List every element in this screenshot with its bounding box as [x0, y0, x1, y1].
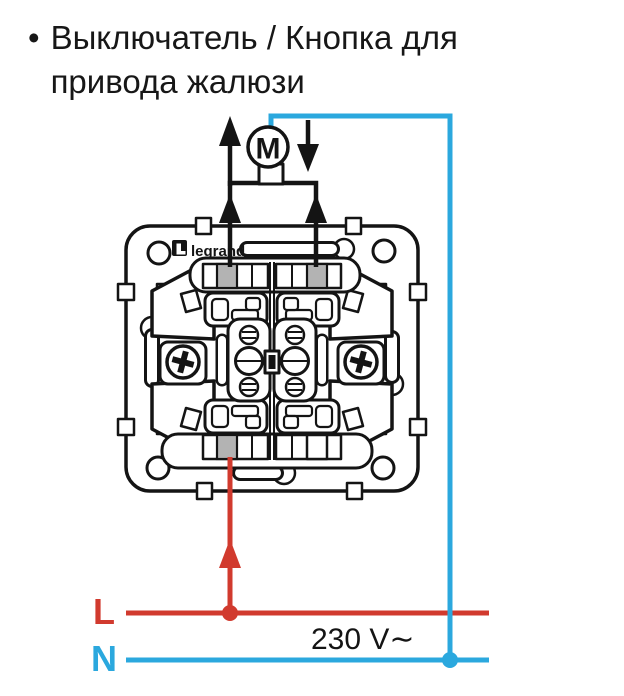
- live-arrow-up-icon: [219, 539, 241, 568]
- motor-wiring: M: [219, 116, 327, 267]
- title-line-1: Выключатель / Кнопка для: [50, 19, 458, 56]
- title-line-2: привода жалюзи: [50, 63, 305, 100]
- feed-arrow-left-icon: [219, 194, 241, 223]
- terminal-housings: [203, 291, 341, 435]
- top-left-terminal-pad: [215, 262, 239, 290]
- motor-label: M: [256, 133, 281, 166]
- top-right-terminal-pad: [305, 262, 329, 290]
- voltage-label: 230 V∼: [311, 623, 415, 656]
- title-text: Выключатель / Кнопка для привода жалюзи: [51, 16, 458, 104]
- live-label: L: [93, 591, 115, 632]
- page-title: • Выключатель / Кнопка для привода жалюз…: [28, 16, 458, 104]
- blinds-up-arrow-icon: [219, 116, 241, 186]
- switch-mechanism: legrand: [116, 216, 428, 501]
- neutral-junction-dot: [442, 652, 458, 668]
- right-screw-column: [280, 324, 310, 398]
- feed-arrow-right-icon: [305, 194, 327, 223]
- top-terminal-band: [201, 262, 343, 290]
- live-junction-dot: [222, 605, 238, 621]
- live-wiring: [126, 457, 489, 621]
- center-divider: [263, 262, 281, 460]
- left-claw-screw: [158, 340, 208, 386]
- neutral-wire-to-motor: [268, 113, 453, 660]
- corner-holes: [145, 238, 397, 481]
- bottom-terminal-band: [201, 433, 343, 461]
- blinds-down-arrow-icon: [297, 120, 319, 172]
- plate-edge-notches: [116, 216, 428, 501]
- bottom-left-terminal-pad: [215, 433, 239, 461]
- neutral-wiring: [126, 113, 489, 668]
- motor-symbol: [246, 125, 290, 169]
- center-screw-columns: [215, 317, 329, 403]
- left-screw-column: [234, 324, 264, 398]
- bullet-icon: •: [28, 19, 40, 56]
- right-claw-screw: [336, 340, 386, 386]
- neutral-label: N: [91, 638, 117, 679]
